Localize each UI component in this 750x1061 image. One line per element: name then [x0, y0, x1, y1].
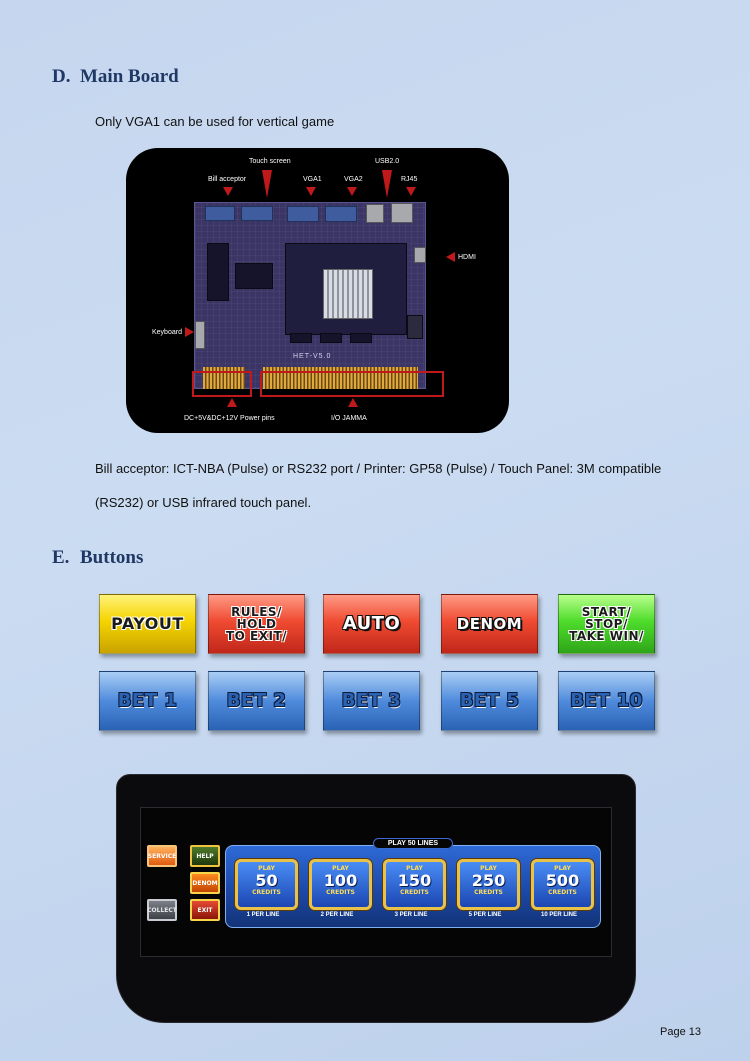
arrow-up-icon: [348, 398, 358, 407]
credits-label: CREDITS: [548, 889, 577, 896]
per-line-label: 10 PER LINE: [540, 912, 577, 918]
play-label: PLAY: [480, 865, 497, 872]
chip: [350, 333, 372, 343]
label-power-pins: DC+5V&DC+12V Power pins: [184, 415, 275, 422]
collect-button[interactable]: COLLECT: [147, 899, 177, 921]
label-keyboard: Keyboard: [152, 329, 182, 336]
arrow-down-icon: [382, 170, 392, 198]
credits-label: CREDITS: [400, 889, 429, 896]
play-50-button[interactable]: PLAY 50 CREDITS: [235, 859, 298, 910]
play-lines-title: PLAY 50 LINES: [226, 838, 600, 849]
play-label: PLAY: [554, 865, 571, 872]
per-line-label: 3 PER LINE: [394, 912, 428, 918]
chip: [320, 333, 342, 343]
section-d-heading: D. Main Board: [52, 66, 179, 88]
label-vga2: VGA2: [344, 176, 363, 183]
vga1-port: [287, 206, 319, 222]
label-vga1: VGA1: [303, 176, 322, 183]
play-label: PLAY: [406, 865, 423, 872]
play-label: PLAY: [332, 865, 349, 872]
bet-5-button[interactable]: BET 5: [441, 671, 538, 731]
section-d-letter: D.: [52, 66, 71, 87]
rules-hold-button[interactable]: RULES/ HOLD TO EXIT/: [208, 594, 305, 654]
jamma-highlight-box: [260, 371, 444, 397]
keyboard-port: [195, 321, 205, 349]
arrow-down-icon: [306, 187, 316, 196]
bet-3-button[interactable]: BET 3: [323, 671, 420, 731]
vga2-port: [325, 206, 357, 222]
arrow-down-icon: [223, 187, 233, 196]
play-lines-area: PLAY 50 LINES PLAY 50 CREDITS PLAY 100 C…: [225, 838, 601, 928]
per-line-label: 5 PER LINE: [468, 912, 502, 918]
bet-2-button[interactable]: BET 2: [208, 671, 305, 731]
credits-label: CREDITS: [326, 889, 355, 896]
credit-amount: 50: [255, 871, 278, 890]
arrow-down-icon: [406, 187, 416, 196]
label-rj45: RJ45: [401, 176, 418, 183]
credit-amount: 150: [397, 871, 432, 890]
label-touch-screen: Touch screen: [249, 158, 291, 165]
section-d-title: Main Board: [80, 66, 179, 87]
chip: [207, 243, 229, 301]
rj45-port: [391, 203, 413, 223]
control-panel: SERVICE HELP DENOM COLLECT EXIT PLAY 50 …: [116, 774, 636, 1023]
section-e-letter: E.: [52, 547, 70, 568]
chip: [235, 263, 273, 289]
denom-button[interactable]: DENOM: [441, 594, 538, 654]
usb-port: [366, 204, 384, 223]
board-model: HET-V5.0: [293, 353, 332, 360]
description-line-1: Bill acceptor: ICT-NBA (Pulse) or RS232 …: [95, 461, 662, 476]
power-highlight-box: [192, 371, 252, 397]
arrow-down-icon: [262, 170, 272, 198]
play-250-button[interactable]: PLAY 250 CREDITS: [457, 859, 520, 910]
main-board-image: HET-V5.0 Bill acceptor Touch screen VGA1…: [126, 148, 509, 433]
per-line-label: 1 PER LINE: [246, 912, 280, 918]
panel-screen: SERVICE HELP DENOM COLLECT EXIT PLAY 50 …: [140, 807, 612, 957]
page-number: Page 13: [660, 1026, 701, 1038]
bet-1-button[interactable]: BET 1: [99, 671, 196, 731]
credit-amount: 500: [545, 871, 580, 890]
hdmi-port: [414, 247, 426, 263]
arrow-left-icon: [446, 252, 455, 262]
play-150-button[interactable]: PLAY 150 CREDITS: [383, 859, 446, 910]
credit-amount: 100: [323, 871, 358, 890]
label-usb: USB2.0: [375, 158, 400, 165]
heatsink: [323, 269, 373, 319]
payout-button[interactable]: PAYOUT: [99, 594, 196, 654]
label-jamma: I/O JAMMA: [331, 415, 367, 422]
capacitor: [407, 315, 423, 339]
credits-label: CREDITS: [474, 889, 503, 896]
denom-panel-button[interactable]: DENOM: [190, 872, 220, 894]
bill-acceptor-port: [205, 206, 235, 221]
exit-button[interactable]: EXIT: [190, 899, 220, 921]
vga-note: Only VGA1 can be used for vertical game: [95, 114, 335, 129]
play-label: PLAY: [258, 865, 275, 872]
label-hdmi: HDMI: [458, 254, 476, 261]
play-100-button[interactable]: PLAY 100 CREDITS: [309, 859, 372, 910]
touch-screen-port: [241, 206, 273, 221]
pcb: HET-V5.0: [194, 202, 426, 389]
label-bill-acceptor: Bill acceptor: [208, 176, 247, 183]
description-line-2: (RS232) or USB infrared touch panel.: [95, 495, 312, 510]
per-line-label: 2 PER LINE: [320, 912, 354, 918]
arrow-down-icon: [347, 187, 357, 196]
service-button[interactable]: SERVICE: [147, 845, 177, 867]
arrow-up-icon: [227, 398, 237, 407]
help-button[interactable]: HELP: [190, 845, 220, 867]
bet-10-button[interactable]: BET 10: [558, 671, 655, 731]
credit-amount: 250: [471, 871, 506, 890]
play-500-button[interactable]: PLAY 500 CREDITS: [531, 859, 594, 910]
credits-label: CREDITS: [252, 889, 281, 896]
arrow-right-icon: [185, 327, 194, 337]
chip: [290, 333, 312, 343]
section-e-title: Buttons: [80, 547, 144, 568]
auto-button[interactable]: AUTO: [323, 594, 420, 654]
start-stop-button[interactable]: START/ STOP/ TAKE WIN/: [558, 594, 655, 654]
section-e-heading: E. Buttons: [52, 547, 143, 569]
